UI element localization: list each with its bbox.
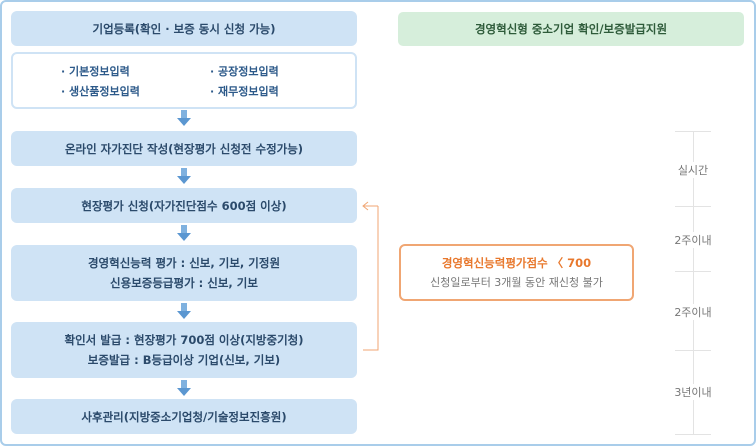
step-label: 온라인 자가진단 작성(현장평가 신청전 수정가능) <box>64 141 304 156</box>
step-label: 현장평가 신청(자가진단점수 600점 이상) <box>81 198 287 213</box>
input-item: · 공장정보입력 <box>210 65 279 78</box>
timeline-tick <box>675 350 711 351</box>
fail-note-desc: 신청일로부터 3개월 동안 재신청 불가 <box>430 275 603 289</box>
down-arrow-icon <box>177 225 191 241</box>
timeline-label: 3년이내 <box>663 384 723 400</box>
down-arrow-icon <box>177 303 191 319</box>
input-item: · 재무정보입력 <box>210 85 279 98</box>
timeline-tick <box>675 271 711 272</box>
input-item: · 생산품정보입력 <box>61 85 140 98</box>
down-arrow-icon <box>177 168 191 184</box>
registration-inputs-box: · 기본정보입력 · 공장정보입력 · 생산품정보입력 · 재무정보입력 <box>11 52 357 109</box>
step-label: 신용보증등급평가 : 신보, 기보 <box>110 276 258 290</box>
step-company-registration: 기업등록(확인 · 보증 동시 신청 가능) <box>11 11 357 46</box>
input-item: · 기본정보입력 <box>61 65 130 78</box>
fail-note-title: 경영혁신능력평가점수 〈 700 <box>441 255 592 270</box>
header-banner: 경영혁신형 중소기업 확인/보증발급지원 <box>398 12 744 46</box>
step-label: 경영혁신능력 평가 : 신보, 기보, 기정원 <box>87 256 281 270</box>
step-issuance: 확인서 발급 : 현장평가 700점 이상(지방중기청) 보증발급 : B등급이상… <box>11 322 357 378</box>
timeline-label: 실시간 <box>663 162 723 178</box>
fail-note-box: 경영혁신능력평가점수 〈 700 신청일로부터 3개월 동안 재신청 불가 <box>399 244 634 301</box>
step-self-diagnosis: 온라인 자가진단 작성(현장평가 신청전 수정가능) <box>11 131 357 166</box>
down-arrow-icon <box>177 380 191 396</box>
retry-bracket-arrow-icon <box>362 201 379 351</box>
timeline-label: 2주이내 <box>663 304 723 320</box>
step-follow-up: 사후관리(지방중소기업청/기술정보진흥원) <box>11 399 357 434</box>
step-label: 기업등록(확인 · 보증 동시 신청 가능) <box>92 21 276 36</box>
down-arrow-icon <box>177 110 191 126</box>
timeline-tick <box>675 206 711 207</box>
step-label: 확인서 발급 : 현장평가 700점 이상(지방중기청) <box>64 333 304 347</box>
step-label: 보증발급 : B등급이상 기업(신보, 기보) <box>87 353 281 367</box>
step-label: 사후관리(지방중소기업청/기술정보진흥원) <box>81 409 287 424</box>
timeline-tick <box>675 434 711 435</box>
timeline-label: 2주이내 <box>663 232 723 248</box>
timeline-tick <box>675 131 711 132</box>
timeline-line <box>693 131 694 434</box>
step-onsite-evaluation: 현장평가 신청(자가진단점수 600점 이상) <box>11 188 357 223</box>
